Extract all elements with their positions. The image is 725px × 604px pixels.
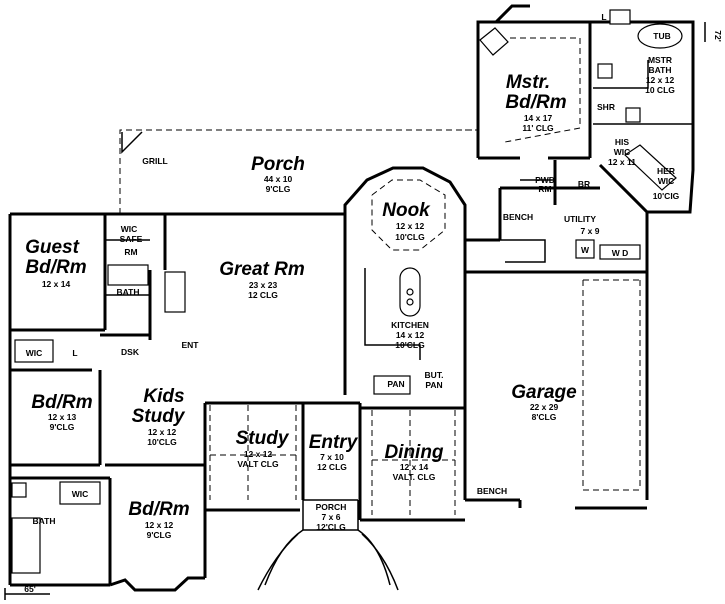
kids-study-clg: 10'CLG bbox=[147, 437, 177, 447]
guest-bedroom-label: Guest bbox=[25, 237, 80, 258]
front-porch-size: 7 x 6 bbox=[322, 512, 341, 522]
tub-label: TUB bbox=[653, 31, 670, 41]
kids-study-label: Kids bbox=[143, 386, 184, 407]
washer-label: W bbox=[581, 245, 590, 255]
front-porch-clg: 12'CLG bbox=[316, 522, 346, 532]
exterior-walls bbox=[8, 4, 695, 592]
bedroom-1-size: 12 x 13 bbox=[48, 412, 77, 422]
wic-safe-label-3: RM bbox=[124, 247, 137, 257]
master-bedroom-label-2: Bd/Rm bbox=[505, 92, 566, 113]
entry-label: Entry bbox=[309, 432, 359, 453]
master-bedroom-label: Mstr. bbox=[506, 72, 550, 93]
front-porch-label: PORCH bbox=[316, 502, 347, 512]
great-room-size: 23 x 23 bbox=[249, 280, 278, 290]
kitchen-clg: 10'CLG bbox=[395, 340, 425, 350]
powder-room-label-2: RM bbox=[538, 184, 551, 194]
master-bath-clg: 10 CLG bbox=[645, 85, 675, 95]
fixtures bbox=[4, 9, 706, 600]
guest-bedroom-label-2: Bd/Rm bbox=[25, 257, 86, 278]
overall-depth-label: 72' bbox=[713, 30, 723, 41]
ent-label: ENT bbox=[182, 340, 200, 350]
dining-label: Dining bbox=[384, 442, 443, 463]
master-bedroom-clg: 11' CLG bbox=[522, 123, 554, 133]
study-label: Study bbox=[236, 428, 290, 449]
porch-size: 44 x 10 bbox=[264, 174, 293, 184]
bedroom-2-clg: 9'CLG bbox=[147, 530, 172, 540]
guest-bedroom-size: 12 x 14 bbox=[42, 279, 71, 289]
l-top-label: L bbox=[601, 12, 606, 22]
his-wic-label-2: WIC bbox=[614, 147, 631, 157]
butler-pantry-label-2: PAN bbox=[425, 380, 442, 390]
kids-study-label-2: Study bbox=[132, 406, 186, 427]
bench-top-label: BENCH bbox=[503, 212, 533, 222]
washer-dryer-label: W D bbox=[612, 248, 629, 258]
nook-label: Nook bbox=[382, 200, 431, 221]
dining-size: 12 x 14 bbox=[400, 462, 429, 472]
master-bath-label-2: BATH bbox=[649, 65, 672, 75]
kitchen-label: KITCHEN bbox=[391, 320, 429, 330]
wic-mid-label: WIC bbox=[26, 348, 43, 358]
bedroom-2-size: 12 x 12 bbox=[145, 520, 174, 530]
study-size: 12 x 12 bbox=[244, 449, 273, 459]
bedroom-2-label: Bd/Rm bbox=[128, 499, 189, 520]
kitchen-size: 14 x 12 bbox=[396, 330, 425, 340]
pantry-label: PAN bbox=[387, 379, 404, 389]
garage-size: 22 x 29 bbox=[530, 402, 559, 412]
nook-size: 12 x 12 bbox=[396, 221, 425, 231]
wic-safe-label-2: SAFE bbox=[120, 234, 143, 244]
his-wic-size: 12 x 11 bbox=[608, 157, 636, 167]
bench-garage-label: BENCH bbox=[477, 486, 507, 496]
nook-clg: 10'CLG bbox=[395, 232, 425, 242]
grill-label: GRILL bbox=[142, 156, 168, 166]
her-wic-label-2: WIC bbox=[658, 176, 675, 186]
bath-top-label: BATH bbox=[117, 287, 140, 297]
desk-label: DSK bbox=[121, 347, 140, 357]
bedroom-1-clg: 9'CLG bbox=[50, 422, 75, 432]
master-bedroom-size: 14 x 17 bbox=[524, 113, 553, 123]
utility-label: UTILITY bbox=[564, 214, 596, 224]
utility-size: 7 x 9 bbox=[581, 226, 600, 236]
porch-clg: 9'CLG bbox=[266, 184, 291, 194]
butler-pantry-label: BUT. bbox=[425, 370, 444, 380]
her-wic-label: HER bbox=[657, 166, 675, 176]
porch-label: Porch bbox=[251, 154, 305, 175]
dining-clg: VALT. CLG bbox=[393, 472, 436, 482]
master-bath-label: MSTR bbox=[648, 55, 672, 65]
entry-size: 7 x 10 bbox=[320, 452, 344, 462]
entry-clg: 12 CLG bbox=[317, 462, 347, 472]
kids-study-size: 12 x 12 bbox=[148, 427, 177, 437]
dashed-lines bbox=[119, 37, 641, 515]
garage-clg: 8'CLG bbox=[532, 412, 557, 422]
powder-room-label: PWD bbox=[535, 175, 555, 185]
study-clg: VALT CLG bbox=[237, 459, 279, 469]
great-room-clg: 12 CLG bbox=[248, 290, 278, 300]
room-labels: Mstr. Bd/Rm 14 x 17 11' CLG MSTR BATH 12… bbox=[24, 12, 723, 594]
garage-label: Garage bbox=[511, 382, 577, 403]
master-bath-size: 12 x 12 bbox=[646, 75, 675, 85]
his-wic-label: HIS bbox=[615, 137, 630, 147]
bedroom-1-label: Bd/Rm bbox=[31, 392, 92, 413]
overall-width-label: 65' bbox=[24, 584, 35, 594]
wic-low-label: WIC bbox=[72, 489, 89, 499]
great-room-label: Great Rm bbox=[219, 259, 305, 280]
br-label: BR bbox=[578, 179, 590, 189]
bath-low-label: BATH bbox=[33, 516, 56, 526]
shower-label: SHR bbox=[597, 102, 615, 112]
l-mid-label: L bbox=[72, 348, 77, 358]
wic-safe-label: WIC bbox=[121, 224, 138, 234]
her-wic-clg: 10'CIG bbox=[653, 191, 680, 201]
